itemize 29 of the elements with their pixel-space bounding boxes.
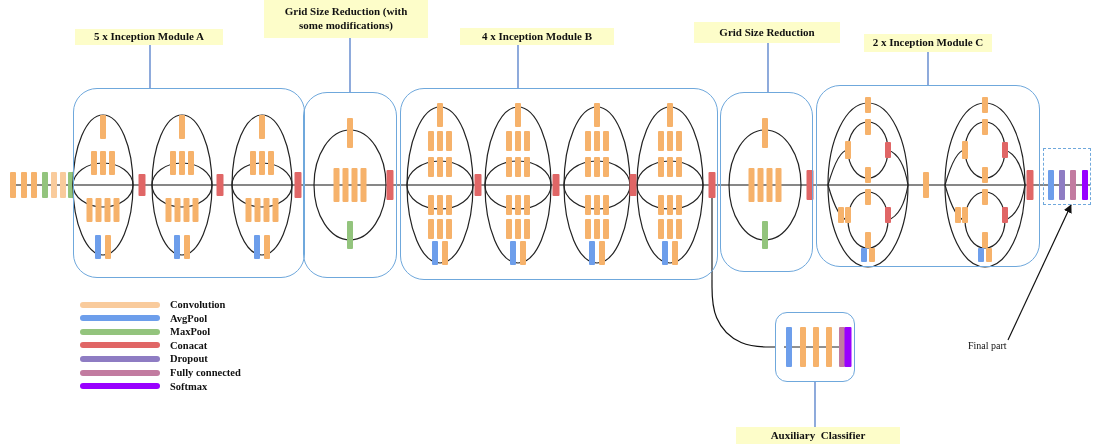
module-heading: Auxiliary Classifier (736, 427, 900, 444)
legend-label: Convolution (170, 299, 226, 310)
module-box (816, 85, 1040, 267)
legend-label: MaxPool (170, 326, 211, 338)
module-box (73, 88, 305, 278)
annotation-label: Final part (968, 340, 1028, 354)
classifier-box (775, 312, 855, 382)
module-box (400, 88, 718, 280)
legend-label: Dropout (170, 353, 208, 365)
connector-line (767, 42, 769, 93)
legend-label: Conacat (170, 339, 208, 351)
module-box (303, 92, 397, 278)
module-heading: 5 x Inception Module A (75, 29, 223, 45)
module-heading: 2 x Inception Module C (864, 34, 992, 52)
legend-label: AvgPool (170, 312, 208, 324)
arrow (1007, 204, 1072, 341)
connector-line (149, 44, 151, 89)
legend-label: Fully connected (170, 367, 241, 378)
connector-line (517, 44, 519, 89)
connector-line (927, 51, 929, 86)
connector-line (711, 279, 776, 348)
final-part-box (1043, 148, 1091, 205)
connector-line (814, 381, 816, 428)
module-heading: Grid Size Reduction (694, 22, 840, 43)
module-heading: Grid Size Reduction (with some modifications) (264, 0, 428, 38)
module-heading: 4 x Inception Module B (460, 28, 614, 45)
legend-label: Softmax (170, 380, 208, 392)
connector-line (349, 37, 351, 93)
module-box (720, 92, 813, 272)
